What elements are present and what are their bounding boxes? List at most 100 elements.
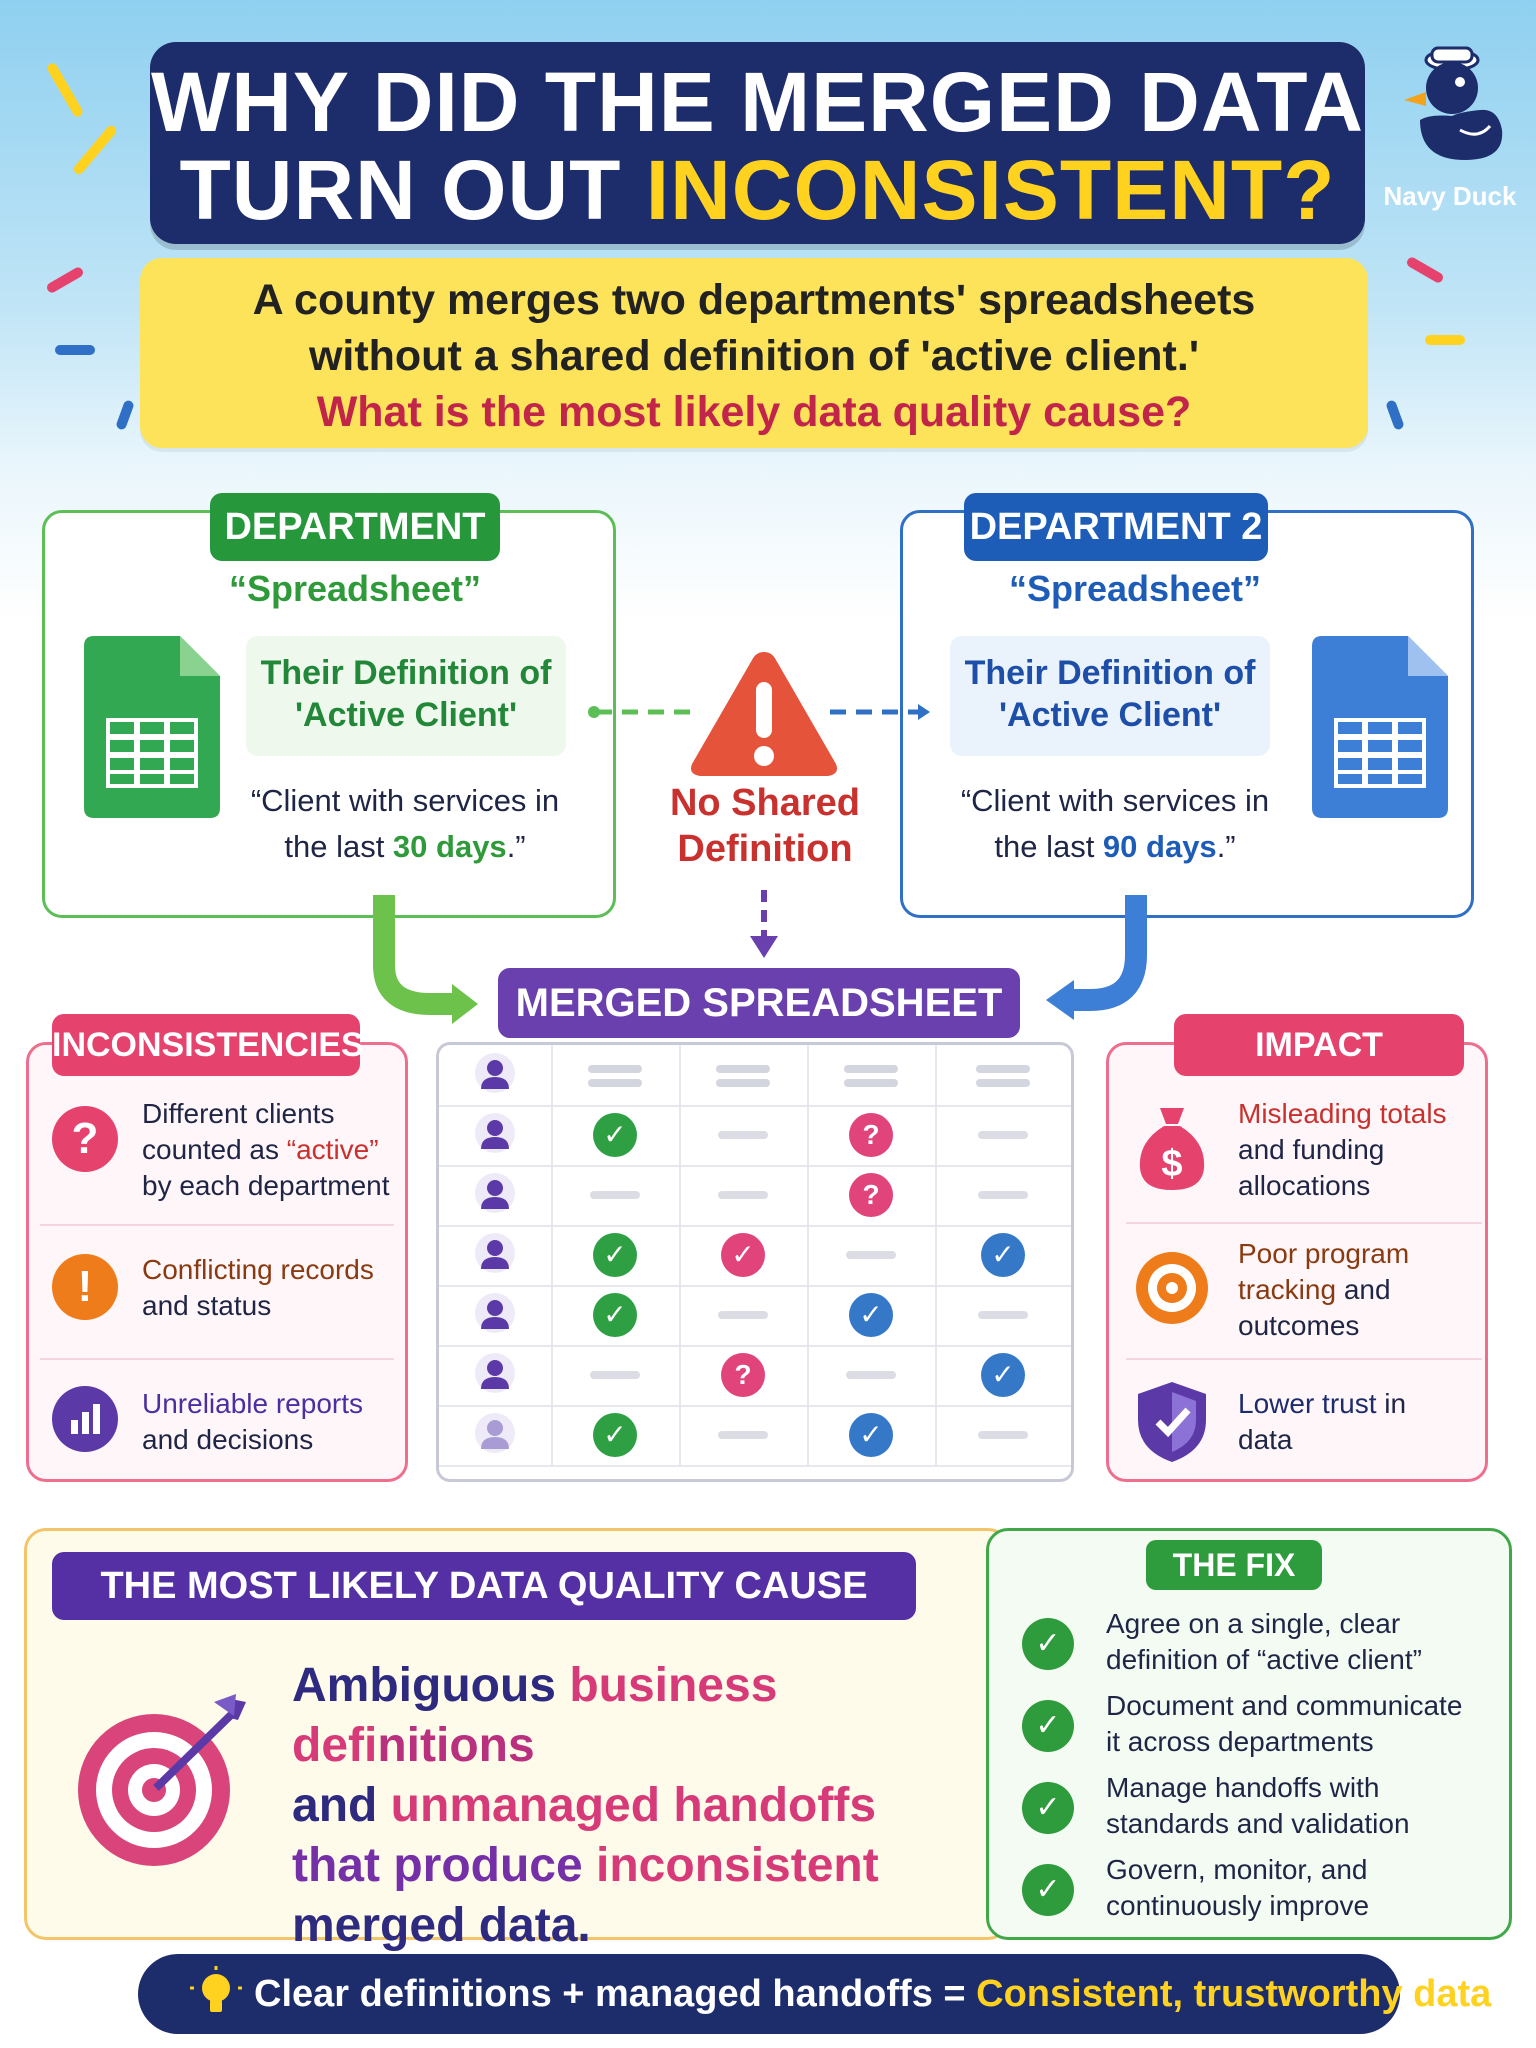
fix-line: Document and communicate	[1106, 1690, 1463, 1721]
item-line: and status	[142, 1290, 272, 1321]
quote-line-1: “Client with services in	[960, 783, 1270, 818]
cause-statement: Ambiguous business definitions and unman…	[292, 1656, 992, 1956]
header-placeholder	[976, 1079, 1030, 1087]
brand-label: Navy Duck	[1383, 181, 1517, 211]
impact-item: Poor program tracking and outcomes	[1238, 1236, 1488, 1344]
title-line-1: WHY DID THE MERGED DATA	[151, 55, 1364, 149]
table-cell	[439, 1405, 553, 1465]
table-cell: ?	[679, 1345, 809, 1405]
title-highlight: INCONSISTENT?	[645, 143, 1336, 237]
table-cell	[551, 1045, 681, 1105]
quote-line-2: the last	[284, 829, 393, 864]
check-icon: ✓	[593, 1233, 637, 1277]
table-cell: ?	[807, 1105, 937, 1165]
quote-days: 90 days	[1102, 829, 1217, 864]
person-icon	[475, 1413, 515, 1453]
item-line: data	[1238, 1424, 1293, 1455]
table-cell	[679, 1405, 809, 1465]
bar-chart-icon	[52, 1386, 118, 1457]
table-cell	[551, 1345, 681, 1405]
department-2-sheet-label: “Spreadsheet”	[1008, 568, 1262, 609]
header-placeholder	[588, 1079, 642, 1087]
fix-line: it across departments	[1106, 1726, 1374, 1757]
check-icon: ✓	[849, 1293, 893, 1337]
check-icon: ✓	[981, 1233, 1025, 1277]
table-cell	[935, 1405, 1071, 1465]
header-placeholder	[844, 1079, 898, 1087]
inconsistency-item: Unreliable reports and decisions	[142, 1386, 392, 1458]
title-line-2: TURN OUT INCONSISTENT?	[150, 148, 1365, 232]
item-line: Different clients	[142, 1098, 335, 1129]
table-cell: ✓	[551, 1105, 681, 1165]
item-line: counted as	[142, 1134, 287, 1165]
department-1-tab: DEPARTMENT 1	[210, 493, 500, 616]
quote-line-2: the last	[994, 829, 1103, 864]
question-icon: ?	[849, 1173, 893, 1217]
bullseye-icon	[64, 1690, 254, 1875]
table-cell	[439, 1345, 553, 1405]
item-highlight: Conflicting records	[142, 1254, 374, 1285]
table-row: ✓?	[439, 1105, 1071, 1167]
table-row: ?✓	[439, 1345, 1071, 1407]
table-cell: ✓	[679, 1225, 809, 1285]
question-banner: A county merges two departments' spreads…	[140, 258, 1368, 448]
table-cell	[679, 1105, 809, 1165]
money-bag-icon: $	[1134, 1102, 1210, 1197]
table-cell: ?	[807, 1165, 937, 1225]
header-placeholder	[976, 1065, 1030, 1073]
table-cell: ✓	[935, 1345, 1071, 1405]
table-cell: ✓	[935, 1225, 1071, 1285]
table-cell	[439, 1285, 553, 1345]
no-shared-definition-label: No Shared Definition	[650, 780, 880, 872]
person-icon	[475, 1233, 515, 1273]
header-placeholder	[716, 1079, 770, 1087]
item-highlight: Misleading totals	[1238, 1098, 1447, 1129]
item-highlight: Lower trust	[1238, 1388, 1377, 1419]
department-2-quote: “Client with services in the last 90 day…	[950, 778, 1280, 870]
item-line: by each department	[142, 1170, 390, 1201]
cause-word: that produce	[292, 1839, 597, 1892]
person-icon	[475, 1113, 515, 1153]
shield-icon	[1134, 1380, 1210, 1469]
table-cell	[935, 1045, 1071, 1105]
divider	[40, 1358, 394, 1360]
merged-spreadsheet-table: ✓??✓✓✓✓✓?✓✓✓	[436, 1042, 1074, 1482]
divider	[1126, 1358, 1482, 1360]
table-cell	[935, 1105, 1071, 1165]
table-cell	[439, 1165, 553, 1225]
footer-highlight: Consistent, trustworthy data	[976, 1973, 1492, 2015]
table-cell: ✓	[551, 1225, 681, 1285]
table-cell: ✓	[807, 1285, 937, 1345]
warning-line-1: No Shared	[669, 782, 861, 824]
impact-item: Misleading totals and funding allocation…	[1238, 1096, 1488, 1204]
check-icon: ✓	[721, 1233, 765, 1277]
merged-spreadsheet-tab: MERGED SPREADSHEET	[498, 968, 1020, 1038]
question-line-1: A county merges two departments' spreads…	[252, 276, 1256, 324]
check-icon: ✓	[593, 1293, 637, 1337]
cause-word: unmanaged handoffs	[390, 1779, 877, 1832]
table-row: ✓✓	[439, 1285, 1071, 1347]
check-icon: ✓	[593, 1113, 637, 1157]
target-icon	[1134, 1250, 1210, 1331]
empty-cell-dash	[978, 1191, 1028, 1199]
quote-days: 30 days	[392, 829, 507, 864]
check-icon: ✓	[1022, 1618, 1074, 1670]
divider	[40, 1224, 394, 1226]
department-2-tab: DEPARTMENT 2	[964, 493, 1268, 561]
quote-end: .”	[1216, 829, 1236, 864]
empty-cell-dash	[978, 1431, 1028, 1439]
impact-tab: IMPACT	[1174, 1014, 1464, 1076]
question-line-2: without a shared definition of 'active c…	[308, 332, 1200, 380]
person-icon	[475, 1293, 515, 1333]
footer-text: Clear definitions + managed handoffs = C…	[254, 1954, 1491, 2034]
title-line-2-plain: TURN OUT	[179, 143, 646, 237]
table-cell	[679, 1165, 809, 1225]
fix-line: standards and validation	[1106, 1808, 1410, 1839]
table-row: ?	[439, 1165, 1071, 1227]
cause-word: merged data.	[292, 1899, 591, 1952]
spreadsheet-icon	[84, 636, 220, 823]
empty-cell-dash	[590, 1371, 640, 1379]
definition-line-1: Their Definition of	[260, 654, 552, 692]
